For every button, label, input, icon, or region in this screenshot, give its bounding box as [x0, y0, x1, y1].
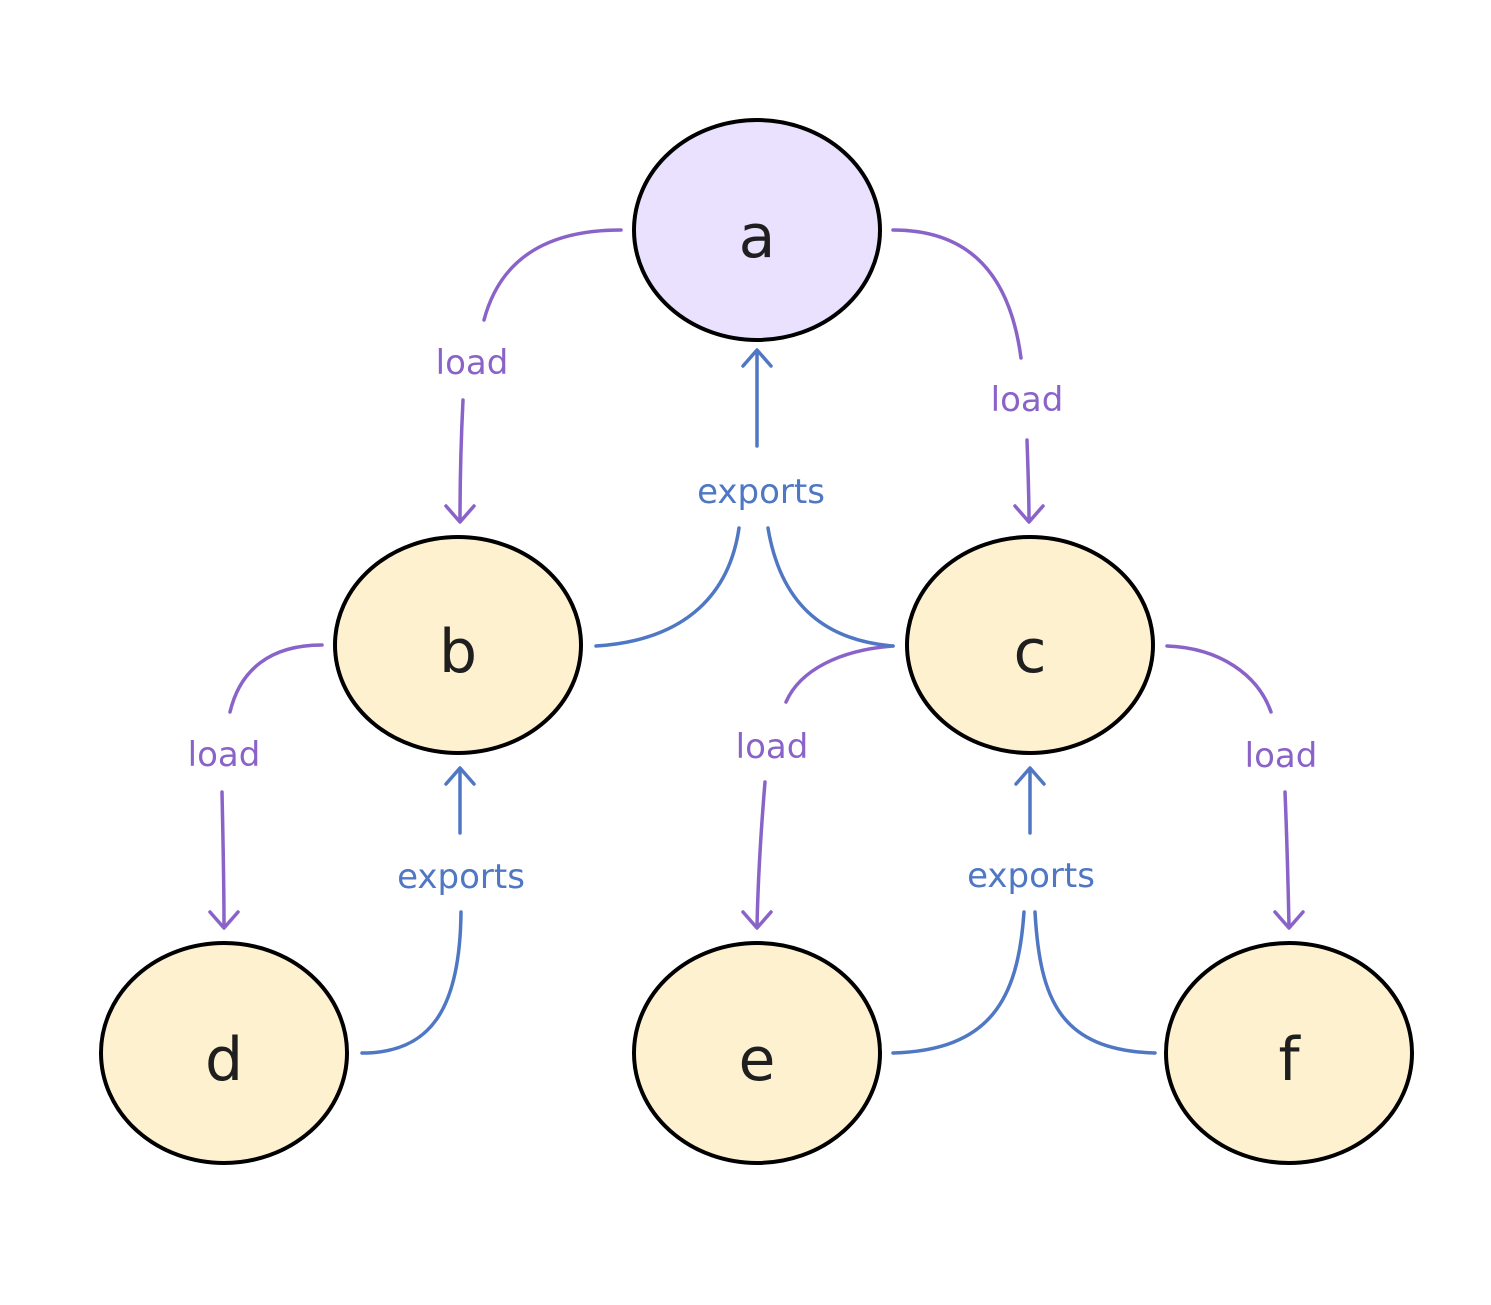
edge-c-f-load: load — [1165, 644, 1324, 930]
node-e-label: e — [739, 1025, 776, 1095]
edge-c-f-load-arrowhead — [1273, 910, 1305, 930]
edge-a-c-load-line — [891, 228, 1031, 522]
edge-d-b-exports-label: exports — [397, 857, 525, 897]
edge-ef-c-exports-arrowhead — [1014, 766, 1046, 786]
node-a-label: a — [739, 202, 776, 272]
node-e-circle — [632, 941, 882, 1165]
node-a-circle — [632, 118, 882, 342]
edge-c-e-load: load — [729, 644, 895, 930]
node-b: b — [333, 535, 583, 755]
edge-c-f-load-label: load — [1245, 736, 1318, 776]
node-c: c — [905, 535, 1155, 755]
node-b-label: b — [439, 617, 477, 687]
edge-d-b-exports-arrowhead — [444, 766, 476, 786]
node-d-circle — [99, 941, 349, 1165]
edge-bc-a-exports-arrowhead — [741, 348, 773, 368]
edge-ef-c-exports-line — [891, 768, 1157, 1055]
edge-d-b-exports-line — [360, 768, 463, 1055]
edge-d-b-exports: exports — [360, 766, 532, 1055]
edge-c-e-load-label: load — [736, 727, 809, 767]
edge-bc-a-exports-line — [594, 350, 895, 648]
edge-b-d-load-arrowhead — [208, 910, 240, 930]
edge-c-e-load-arrowhead — [741, 910, 773, 930]
node-d-label: d — [205, 1025, 243, 1095]
node-f: f — [1164, 941, 1414, 1165]
edge-bc-a-exports-label: exports — [697, 472, 825, 512]
edge-b-d-load-line — [220, 643, 324, 928]
node-f-circle — [1164, 941, 1414, 1165]
edge-a-b-load-label: load — [436, 343, 509, 383]
node-c-label: c — [1014, 617, 1047, 687]
edge-b-d-load: load — [181, 643, 324, 930]
edge-b-d-load-label: load — [188, 735, 261, 775]
node-e: e — [632, 941, 882, 1165]
node-a: a — [632, 118, 882, 342]
edge-a-c-load-label: load — [991, 380, 1064, 420]
edge-a-b-load-line — [458, 228, 623, 522]
edge-a-b-load-arrowhead — [444, 504, 476, 524]
edge-a-c-load: load — [891, 228, 1070, 524]
edge-a-b-load: load — [429, 228, 623, 524]
node-b-circle — [333, 535, 583, 755]
edge-c-f-load-line — [1165, 644, 1291, 928]
edge-bc-a-exports: exports — [594, 348, 895, 648]
edge-a-c-load-arrowhead — [1013, 504, 1045, 524]
node-f-label: f — [1278, 1025, 1301, 1095]
edge-ef-c-exports: exports — [891, 766, 1157, 1055]
node-c-circle — [905, 535, 1155, 755]
edge-c-e-load-line — [755, 644, 895, 928]
node-d: d — [99, 941, 349, 1165]
edge-ef-c-exports-label: exports — [967, 856, 1095, 896]
